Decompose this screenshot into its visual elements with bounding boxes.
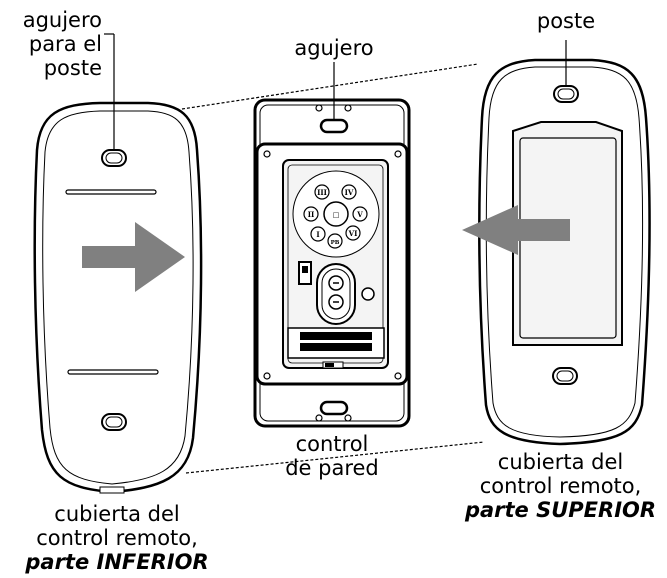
button-iv — [341, 184, 357, 200]
button-iii-label: III — [317, 188, 327, 197]
label-remote-top-line2: control remoto, — [479, 474, 642, 498]
label-remote-bottom-line1: cubierta del — [54, 502, 180, 526]
frame-screw-tl — [263, 150, 271, 158]
label-remote-bottom-line3: parte INFERIOR — [25, 550, 209, 574]
battery-top — [300, 332, 372, 340]
button-ii-label: II — [308, 210, 315, 219]
remote-bottom-cover — [33, 33, 203, 494]
button-v — [352, 206, 368, 222]
bottom-cover-slot-bottom — [67, 369, 159, 375]
label-remote-top-line3: parte SUPERIOR — [464, 498, 657, 522]
label-hole-for-post-line2: para el — [28, 32, 102, 56]
top-screw-right — [344, 104, 352, 112]
label-remote-bottom-line2: control remoto, — [36, 526, 198, 550]
button-vi-label: VI — [348, 229, 358, 238]
top-cover-post-inner — [557, 88, 575, 100]
bottom-screw-right — [344, 414, 352, 422]
button-pb-label: PB — [331, 240, 340, 246]
frame-screw-bl — [263, 372, 271, 380]
button-vi — [345, 225, 361, 241]
button-iii — [314, 184, 330, 200]
label-hole-for-post-line1: agujero — [22, 8, 102, 32]
mode-switch-knob — [302, 266, 308, 273]
up-down-pill-inner — [321, 268, 351, 320]
frame-screw-tr — [394, 150, 402, 158]
button-v-label: V — [356, 210, 363, 219]
button-ii — [303, 206, 319, 222]
label-post: poste — [536, 9, 596, 33]
top-screw-left — [315, 104, 323, 112]
arrow-right-icon — [82, 222, 185, 292]
bottom-cover-post-hole-inner — [105, 152, 123, 164]
wall-top-hole — [319, 118, 349, 134]
top-cover-lower-post-inner — [556, 370, 574, 382]
label-wall-control: control de pared — [272, 432, 392, 480]
battery-slot-line — [292, 340, 380, 342]
button-i — [310, 226, 326, 242]
bottom-cover-slot-top — [65, 189, 157, 195]
bottom-screw-left — [315, 414, 323, 422]
wall-control: □ III IV II V I VI PB — [253, 62, 411, 428]
label-hole: agujero — [294, 36, 374, 60]
button-i-label: I — [316, 230, 319, 239]
battery-bottom — [300, 343, 372, 351]
label-wall-control-line1: control — [295, 432, 369, 456]
wall-bottom-hole — [319, 400, 349, 416]
remote-top-cover — [462, 40, 651, 446]
label-hole-for-post-line3: poste — [43, 56, 102, 80]
bottom-switch-knob — [325, 363, 334, 367]
center-button-label: □ — [333, 210, 340, 219]
remote-bottom-cover-inner — [42, 110, 194, 485]
button-cluster: □ III IV II V I VI PB — [292, 170, 380, 258]
up-down-pill-outer — [316, 263, 356, 325]
label-remote-bottom: cubierta del control remoto, parte INFER… — [12, 502, 222, 574]
frame-screw-br — [394, 372, 402, 380]
bottom-cover-lower-hole-inner — [105, 416, 123, 428]
bottom-cover-tab — [99, 486, 125, 494]
remote-top-cover-inner — [485, 66, 643, 438]
button-pb — [327, 233, 343, 249]
arrow-left-icon — [462, 205, 570, 255]
button-iv-label: IV — [345, 188, 354, 197]
label-remote-top-line1: cubierta del — [497, 450, 624, 474]
label-remote-top: cubierta del control remoto, parte SUPER… — [458, 450, 663, 522]
label-hole-for-post: agujero para el poste — [2, 8, 102, 80]
center-button — [323, 201, 349, 227]
indicator-light — [361, 287, 375, 301]
label-wall-control-line2: de pared — [285, 456, 379, 480]
